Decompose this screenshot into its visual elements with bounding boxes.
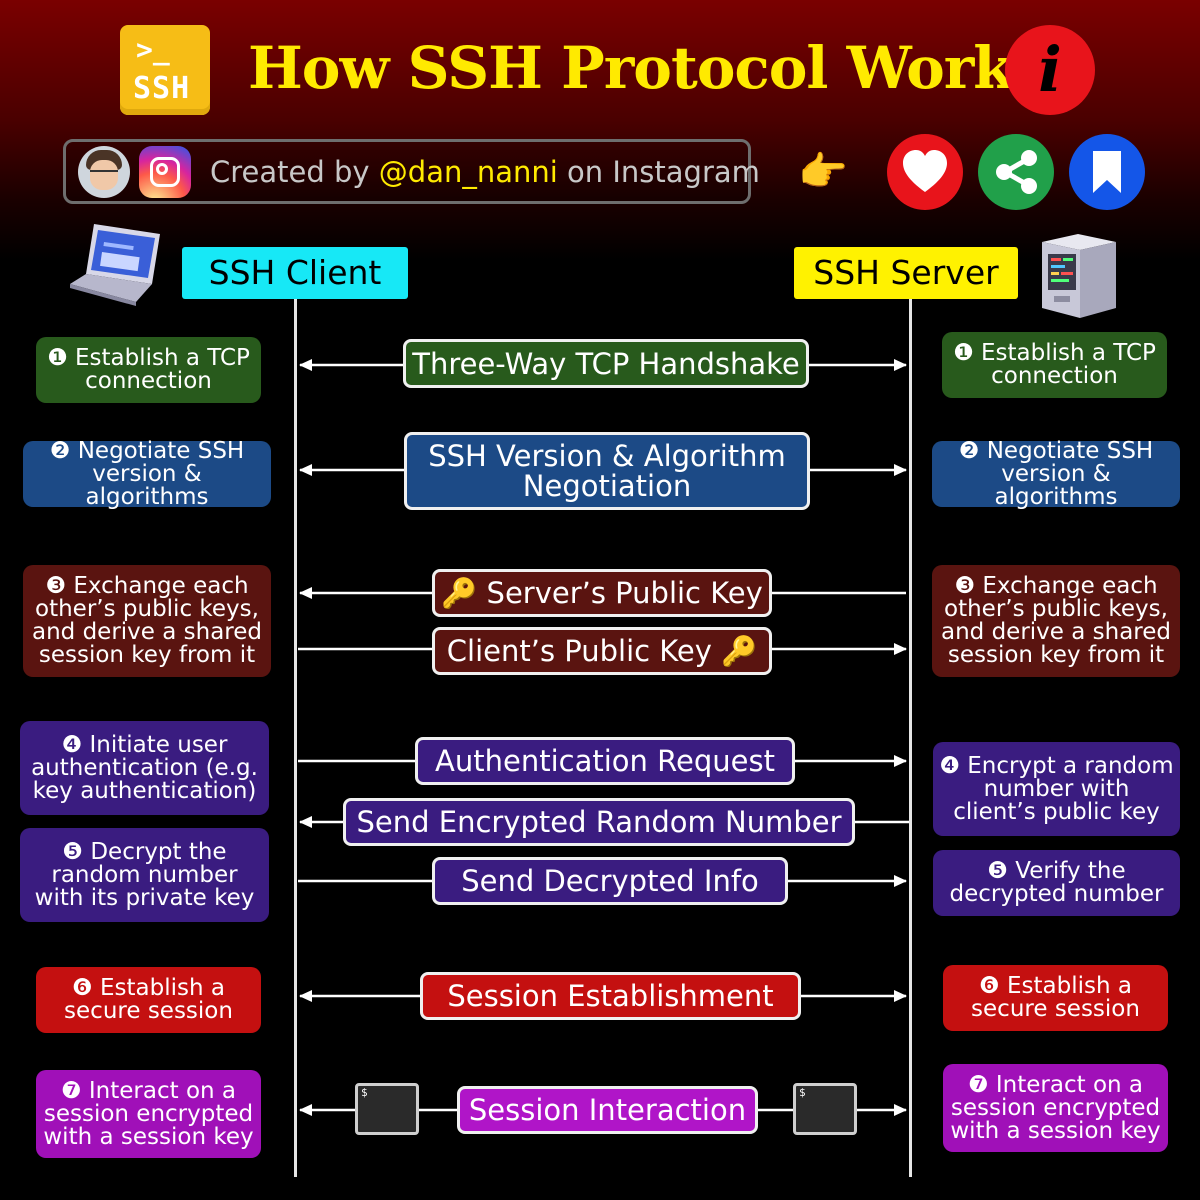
msg-session-interaction: Session Interaction [457,1086,758,1134]
bookmark-icon [1093,151,1121,193]
server-step-1: ❶ Establish a TCP connection [942,332,1167,398]
server-step-7: ❼ Interact on a session encrypted with a… [943,1064,1168,1152]
pointing-hand-icon: 👉 [798,149,848,195]
page-title: How SSH Protocol Works [248,34,1045,102]
heart-icon [903,150,947,192]
instagram-icon[interactable] [139,146,191,198]
terminal-icon: $ [793,1083,857,1135]
client-step-5: ❺ Decrypt the random number with its pri… [20,828,269,922]
client-step-4: ❹ Initiate user authentication (e.g. key… [20,721,269,815]
client-lifeline [294,299,297,1177]
msg-server-public-key: 🔑 Server’s Public Key [432,569,772,617]
info-icon: i [1005,25,1095,115]
msg-client-public-key: Client’s Public Key 🔑 [432,627,772,675]
credit-text: Created by @dan_nanni on Instagram [210,150,760,194]
msg-decrypted-info: Send Decrypted Info [432,857,788,905]
client-step-1: ❶ Establish a TCP connection [36,337,261,403]
terminal-icon: $ [355,1083,419,1135]
credit-prefix: Created by [210,155,379,189]
msg-auth-request: Authentication Request [415,737,795,785]
server-step-3: ❸ Exchange each other’s public keys, and… [932,565,1180,677]
avatar [78,146,130,198]
server-step-4: ❹ Encrypt a random number with client’s … [933,742,1180,836]
client-step-6: ❻ Establish a secure session [36,967,261,1033]
ssh-server-label: SSH Server [794,247,1018,299]
server-icon [1042,234,1116,318]
msg-tcp-handshake: Three-Way TCP Handshake [403,339,809,388]
server-step-5: ❺ Verify the decrypted number [933,850,1180,916]
server-step-2: ❷ Negotiate SSH version & algorithms [932,439,1180,508]
msg-session-establishment: Session Establishment [420,972,801,1020]
like-button[interactable] [887,134,963,210]
credit-suffix: on Instagram [557,155,760,189]
share-icon [996,150,1037,194]
msg-encrypted-random-number: Send Encrypted Random Number [343,798,855,846]
share-button[interactable] [978,134,1054,210]
server-lifeline [909,299,912,1177]
client-step-2: ❷ Negotiate SSH version & algorithms [23,439,271,508]
bookmark-button[interactable] [1069,134,1145,210]
laptop-icon [70,224,160,306]
ssh-logo-icon: >_ SSH [120,25,210,115]
client-step-3: ❸ Exchange each other’s public keys, and… [23,565,271,677]
msg-version-negotiation: SSH Version & Algorithm Negotiation [404,432,810,510]
credit-handle[interactable]: @dan_nanni [378,155,558,189]
ssh-client-label: SSH Client [182,247,408,299]
client-step-7: ❼ Interact on a session encrypted with a… [36,1070,261,1158]
server-step-6: ❻ Establish a secure session [943,965,1168,1031]
